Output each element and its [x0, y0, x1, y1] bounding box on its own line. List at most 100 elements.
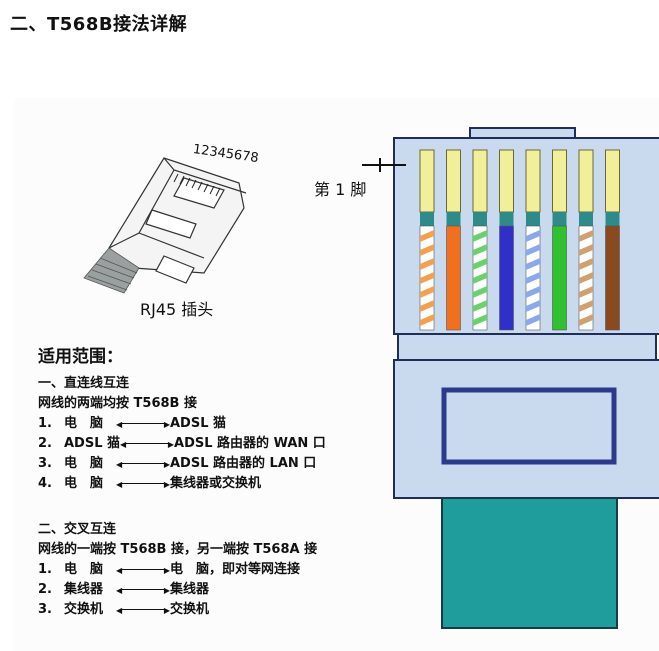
wire-4: [499, 225, 514, 331]
straight-item: 3. 电 脑 ◀ADSL 路由器的 LAN 口: [38, 454, 326, 475]
item-number: 2.: [38, 582, 52, 597]
item-right-device: 集线器或交换机: [170, 476, 262, 491]
wire-stripe: [473, 300, 487, 312]
item-right-device: ADSL 路由器的 LAN 口: [170, 456, 317, 471]
item-right-device: 交换机: [170, 602, 210, 617]
diagram-art: [83, 127, 659, 629]
item-number: 2.: [38, 436, 52, 451]
pin-6: [552, 149, 567, 213]
wire-stripe: [420, 272, 434, 284]
wire-stripe: [579, 286, 593, 298]
double-arrow-icon: ◀: [120, 435, 174, 455]
item-number: 1.: [38, 416, 52, 431]
double-arrow-icon: ◀: [116, 561, 170, 581]
item-number: 4.: [38, 476, 52, 491]
section-heading: 二、T568B接法详解: [10, 14, 188, 35]
wire-8: [605, 225, 620, 331]
pin-contact-7: [579, 212, 593, 226]
scope-title: 适用范围：: [38, 347, 123, 367]
pin-4: [499, 149, 514, 213]
double-arrow-icon: ◀: [116, 415, 170, 435]
pin-8: [605, 149, 620, 213]
wire-stripe: [526, 230, 540, 242]
wire-stripe: [420, 244, 434, 256]
pin1-label: 第 1 脚: [314, 180, 367, 199]
item-left-device: 集线器: [64, 582, 104, 597]
wire-stripe: [420, 230, 434, 242]
item-right-device: 集线器: [170, 582, 210, 597]
wire-stripe: [473, 230, 487, 242]
item-left-device: 交换机: [64, 602, 104, 617]
straight-title: 一、直连线互连: [38, 376, 130, 391]
wire-stripe: [579, 230, 593, 242]
t568b-diagram-figure: 12345678 RJ45 插头 第 1 脚 适用范围： 一、直连线互连 网线的…: [14, 98, 659, 651]
pin-2: [446, 149, 461, 213]
pin-5: [525, 149, 541, 213]
wire-stripe: [473, 314, 487, 326]
crossover-block: 二、交叉互连 网线的一端按 T568B 接，另一端按 T568A 接 1. 电 脑…: [38, 520, 318, 621]
pin-3: [472, 149, 488, 213]
rj45-cable-sketch: [83, 247, 140, 294]
item-left-device: ADSL 猫: [64, 436, 121, 451]
item-number: 3.: [38, 602, 52, 617]
wire-stripe: [420, 286, 434, 298]
connector-pins: [419, 149, 620, 226]
crossover-item: 2.集线器◀集线器: [38, 580, 317, 601]
double-arrow-icon: ◀: [116, 475, 170, 495]
wire-stripe: [526, 300, 540, 312]
pin-7: [578, 149, 594, 213]
rj45-plug-sketch: [108, 157, 247, 284]
wire-stripe: [420, 300, 434, 312]
wire-stripe: [473, 258, 487, 270]
wire-2: [446, 225, 461, 331]
straight-item: 1. 电 脑 ◀ADSL 猫: [38, 414, 326, 435]
pin-contact-3: [473, 212, 487, 226]
crossover-desc: 网线的一端按 T568B 接，另一端按 T568A 接: [38, 542, 318, 557]
pin-contact-2: [446, 212, 461, 226]
wire-stripe: [579, 300, 593, 312]
item-left-device: 电 脑: [64, 476, 104, 491]
wire-stripe: [579, 272, 593, 284]
pin-contact-6: [552, 212, 567, 226]
wire-stripe: [526, 272, 540, 284]
pin-contact-5: [526, 212, 540, 226]
straight-item: 2. ADSL 猫◀ADSL 路由器的 WAN 口: [38, 434, 326, 455]
straight-desc: 网线的两端均按 T568B 接: [38, 396, 197, 411]
wire-stripe: [420, 314, 434, 326]
wire-stripe: [579, 314, 593, 326]
wire-stripe: [473, 244, 487, 256]
double-arrow-icon: ◀: [116, 455, 170, 475]
wire-stripe: [526, 286, 540, 298]
item-left-device: 电 脑: [64, 456, 104, 471]
wire-stripe: [420, 258, 434, 270]
straight-items: 1.电 脑◀ADSL 猫2.ADSL 猫◀ADSL 路由器的 WAN 口3.电 …: [38, 414, 326, 495]
double-arrow-icon: ◀: [116, 601, 170, 621]
item-number: 1.: [38, 562, 52, 577]
item-left-device: 电 脑: [64, 562, 104, 577]
crossover-item: 1. 电 脑 ◀电 脑，即对等网连接: [38, 560, 317, 581]
wire-stripe: [579, 258, 593, 270]
wire-stripe: [526, 258, 540, 270]
item-right-device: 电 脑，即对等网连接: [170, 562, 301, 577]
pin-1: [419, 149, 435, 213]
wire-stripe: [579, 244, 593, 256]
wire-stripe: [473, 272, 487, 284]
double-arrow-icon: ◀: [116, 581, 170, 601]
crossover-item: 3.交换机◀交换机: [38, 600, 317, 621]
pin-contact-1: [420, 212, 434, 226]
item-right-device: ADSL 路由器的 WAN 口: [174, 436, 326, 451]
connector-wires: [419, 225, 620, 331]
wire-6: [552, 225, 567, 331]
rj45-caption: RJ45 插头: [140, 300, 214, 319]
pin-contact-4: [499, 212, 514, 226]
item-right-device: ADSL 猫: [170, 416, 227, 431]
wire-stripe: [473, 286, 487, 298]
item-number: 3.: [38, 456, 52, 471]
straight-through-block: 一、直连线互连 网线的两端均按 T568B 接 1.电 脑◀ADSL 猫2.AD…: [38, 374, 326, 495]
item-left-device: 电 脑: [64, 416, 104, 431]
crossover-title: 二、交叉互连: [38, 522, 117, 537]
pin1-pointer: [362, 158, 406, 172]
pin-contact-8: [605, 212, 620, 226]
wire-stripe: [526, 314, 540, 326]
